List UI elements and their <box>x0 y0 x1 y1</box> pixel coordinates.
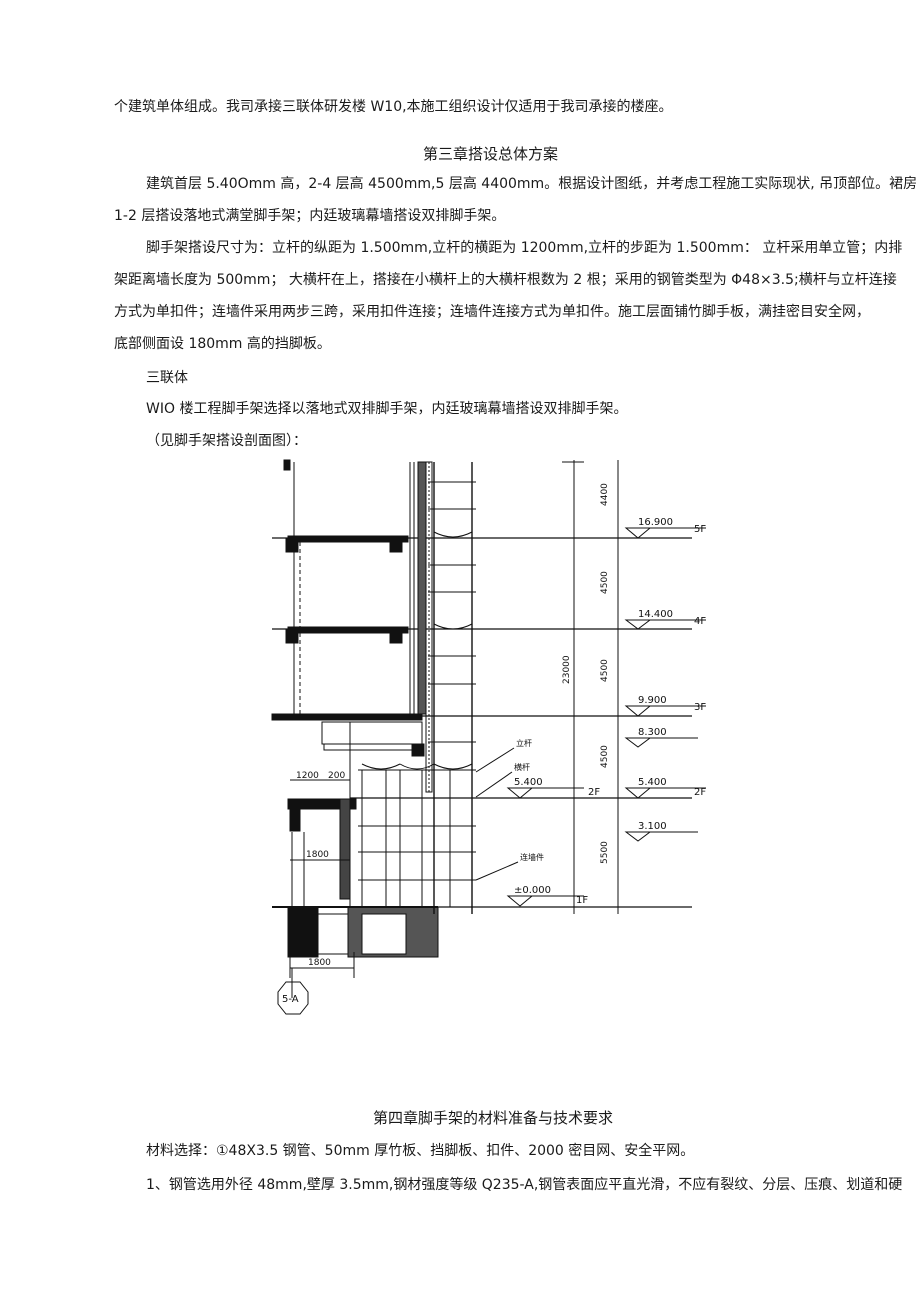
tag-4f: 4F <box>694 616 706 627</box>
scaffold-section-drawing: 16.900 5F 14.400 4F 9.900 3F 8.300 5.400… <box>271 459 706 1015</box>
tag-1f: 1F <box>576 895 588 906</box>
note-ledger: 横杆 <box>514 762 530 772</box>
note-tie: 连墙件 <box>520 852 544 862</box>
dim-4500-a: 4500 <box>600 571 610 594</box>
level-8300: 8.300 <box>638 727 667 738</box>
level-3100: 3.100 <box>638 821 667 832</box>
intro-paragraph: 个建筑单体组成。我司承接三联体研发楼 W10,本施工组织设计仅适用于我司承接的楼… <box>114 99 673 115</box>
dim-200: 200 <box>328 771 345 781</box>
chapter4-paragraph-1: 材料选择：①48X3.5 钢管、50mm 厚竹板、挡脚板、扣件、2000 密目网… <box>146 1143 695 1159</box>
note-upright: 立杆 <box>516 738 532 748</box>
chapter3-paragraph-2-line-4: 底部侧面设 180mm 高的挡脚板。 <box>114 336 331 352</box>
chapter3-paragraph-3: 三联体 <box>146 370 188 386</box>
tag-2f-right: 2F <box>694 787 706 798</box>
level-2f-left: 5.400 <box>514 777 543 788</box>
chapter3-paragraph-4: WIO 楼工程脚手架选择以落地式双排脚手架，内廷玻璃幕墙搭设双排脚手架。 <box>146 401 628 417</box>
dim-1200: 1200 <box>296 771 319 781</box>
axis-label: 5-A <box>282 994 299 1005</box>
chapter3-paragraph-1-line-1: 建筑首层 5.40Omm 高，2-4 层高 4500mm,5 层高 4400mm… <box>146 176 918 192</box>
chapter3-paragraph-1-line-2: 1-2 层搭设落地式满堂脚手架；内廷玻璃幕墙搭设双排脚手架。 <box>114 208 506 224</box>
chapter4-paragraph-2: 1、钢管选用外径 48mm,壁厚 3.5mm,钢材强度等级 Q235-A,钢管表… <box>146 1177 903 1193</box>
level-5f: 16.900 <box>638 517 673 528</box>
tag-3f: 3F <box>694 702 706 713</box>
chapter3-paragraph-2-line-1: 脚手架搭设尺寸为：立杆的纵距为 1.500mm,立杆的横距为 1200mm,立杆… <box>146 240 903 256</box>
chapter3-paragraph-2-line-2: 架距离墙长度为 500mm； 大横杆在上，搭接在小横杆上的大横杆根数为 2 根；… <box>114 272 897 288</box>
tag-5f: 5F <box>694 524 706 535</box>
dim-1800-a: 1800 <box>306 850 329 860</box>
level-1f: ±0.000 <box>514 885 551 896</box>
dim-total: 23000 <box>562 655 572 684</box>
dim-1800-b: 1800 <box>308 958 331 968</box>
dim-4400: 4400 <box>600 483 610 506</box>
level-4f: 14.400 <box>638 609 673 620</box>
dim-5500: 5500 <box>600 841 610 864</box>
chapter3-paragraph-5: （见脚手架搭设剖面图）： <box>146 433 307 449</box>
tag-2f-left: 2F <box>588 787 600 798</box>
chapter4-title: 第四章脚手架的材料准备与技术要求 <box>373 1109 614 1127</box>
dim-4500-c: 4500 <box>600 745 610 768</box>
level-3f: 9.900 <box>638 695 667 706</box>
dim-4500-b: 4500 <box>600 659 610 682</box>
chapter3-paragraph-2-line-3: 方式为单扣件；连墙件采用两步三跨，采用扣件连接；连墙件连接方式为单扣件。施工层面… <box>114 304 870 320</box>
level-2f-right: 5.400 <box>638 777 667 788</box>
chapter3-title: 第三章搭设总体方案 <box>423 145 559 163</box>
